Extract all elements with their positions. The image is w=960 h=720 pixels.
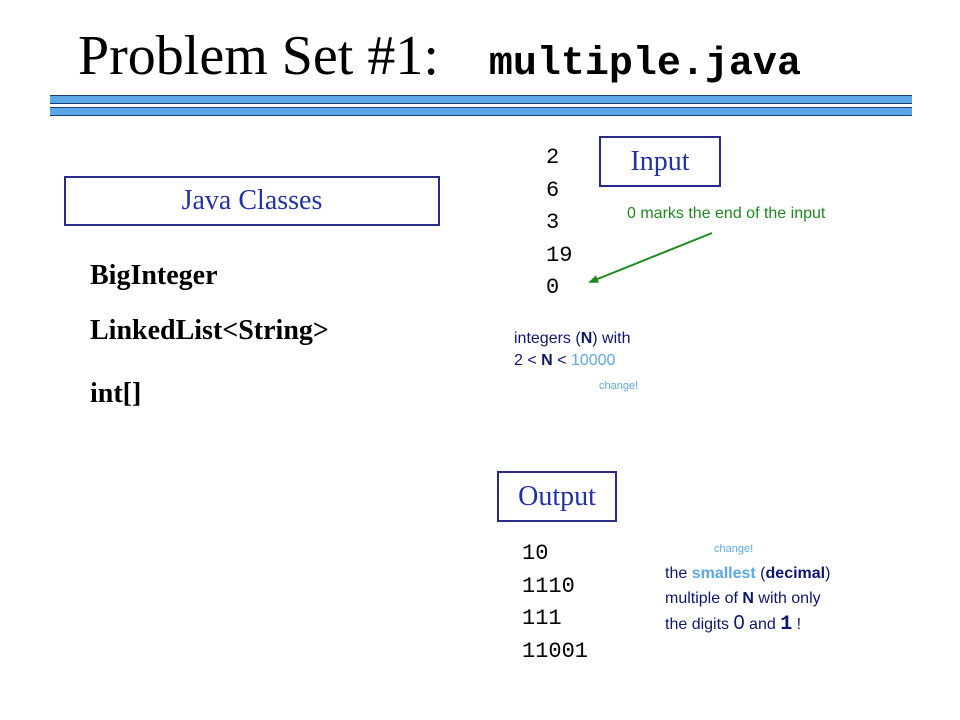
title-rule-top bbox=[50, 95, 912, 104]
input-change-note: change! bbox=[599, 380, 639, 392]
class-int-array: int[] bbox=[90, 378, 142, 409]
output-values: 10 1110 111 11001 bbox=[522, 541, 589, 664]
output-box: Output bbox=[497, 471, 617, 522]
output-desc-line-1: the smallest (decimal) bbox=[665, 565, 831, 582]
class-linkedlist: LinkedList<String> bbox=[90, 315, 329, 346]
output-description: the smallest (decimal) multiple of N wit… bbox=[665, 561, 830, 637]
constraint-line-2: 2 < N < 10000 bbox=[514, 352, 616, 369]
class-biginteger: BigInteger bbox=[90, 260, 218, 291]
output-desc-line-3: the digits 0 and 1 ! bbox=[665, 612, 802, 636]
java-classes-box: Java Classes bbox=[64, 176, 440, 226]
constraint-line-1: integers (N) with bbox=[514, 330, 631, 347]
title-main: Problem Set #1: bbox=[78, 25, 439, 87]
input-values: 2 6 3 19 0 bbox=[546, 145, 573, 300]
output-desc-line-2: multiple of N with only bbox=[665, 590, 821, 607]
slide-title: Problem Set #1: multiple.java bbox=[78, 28, 801, 85]
input-box: Input bbox=[599, 136, 721, 187]
title-rule-bottom bbox=[50, 107, 912, 116]
input-constraint: integers (N) with 2 < N < 10000 bbox=[514, 328, 631, 372]
title-filename: multiple.java bbox=[488, 42, 801, 87]
output-change-note: change! bbox=[714, 543, 754, 555]
end-of-input-note: 0 marks the end of the input bbox=[627, 205, 826, 222]
